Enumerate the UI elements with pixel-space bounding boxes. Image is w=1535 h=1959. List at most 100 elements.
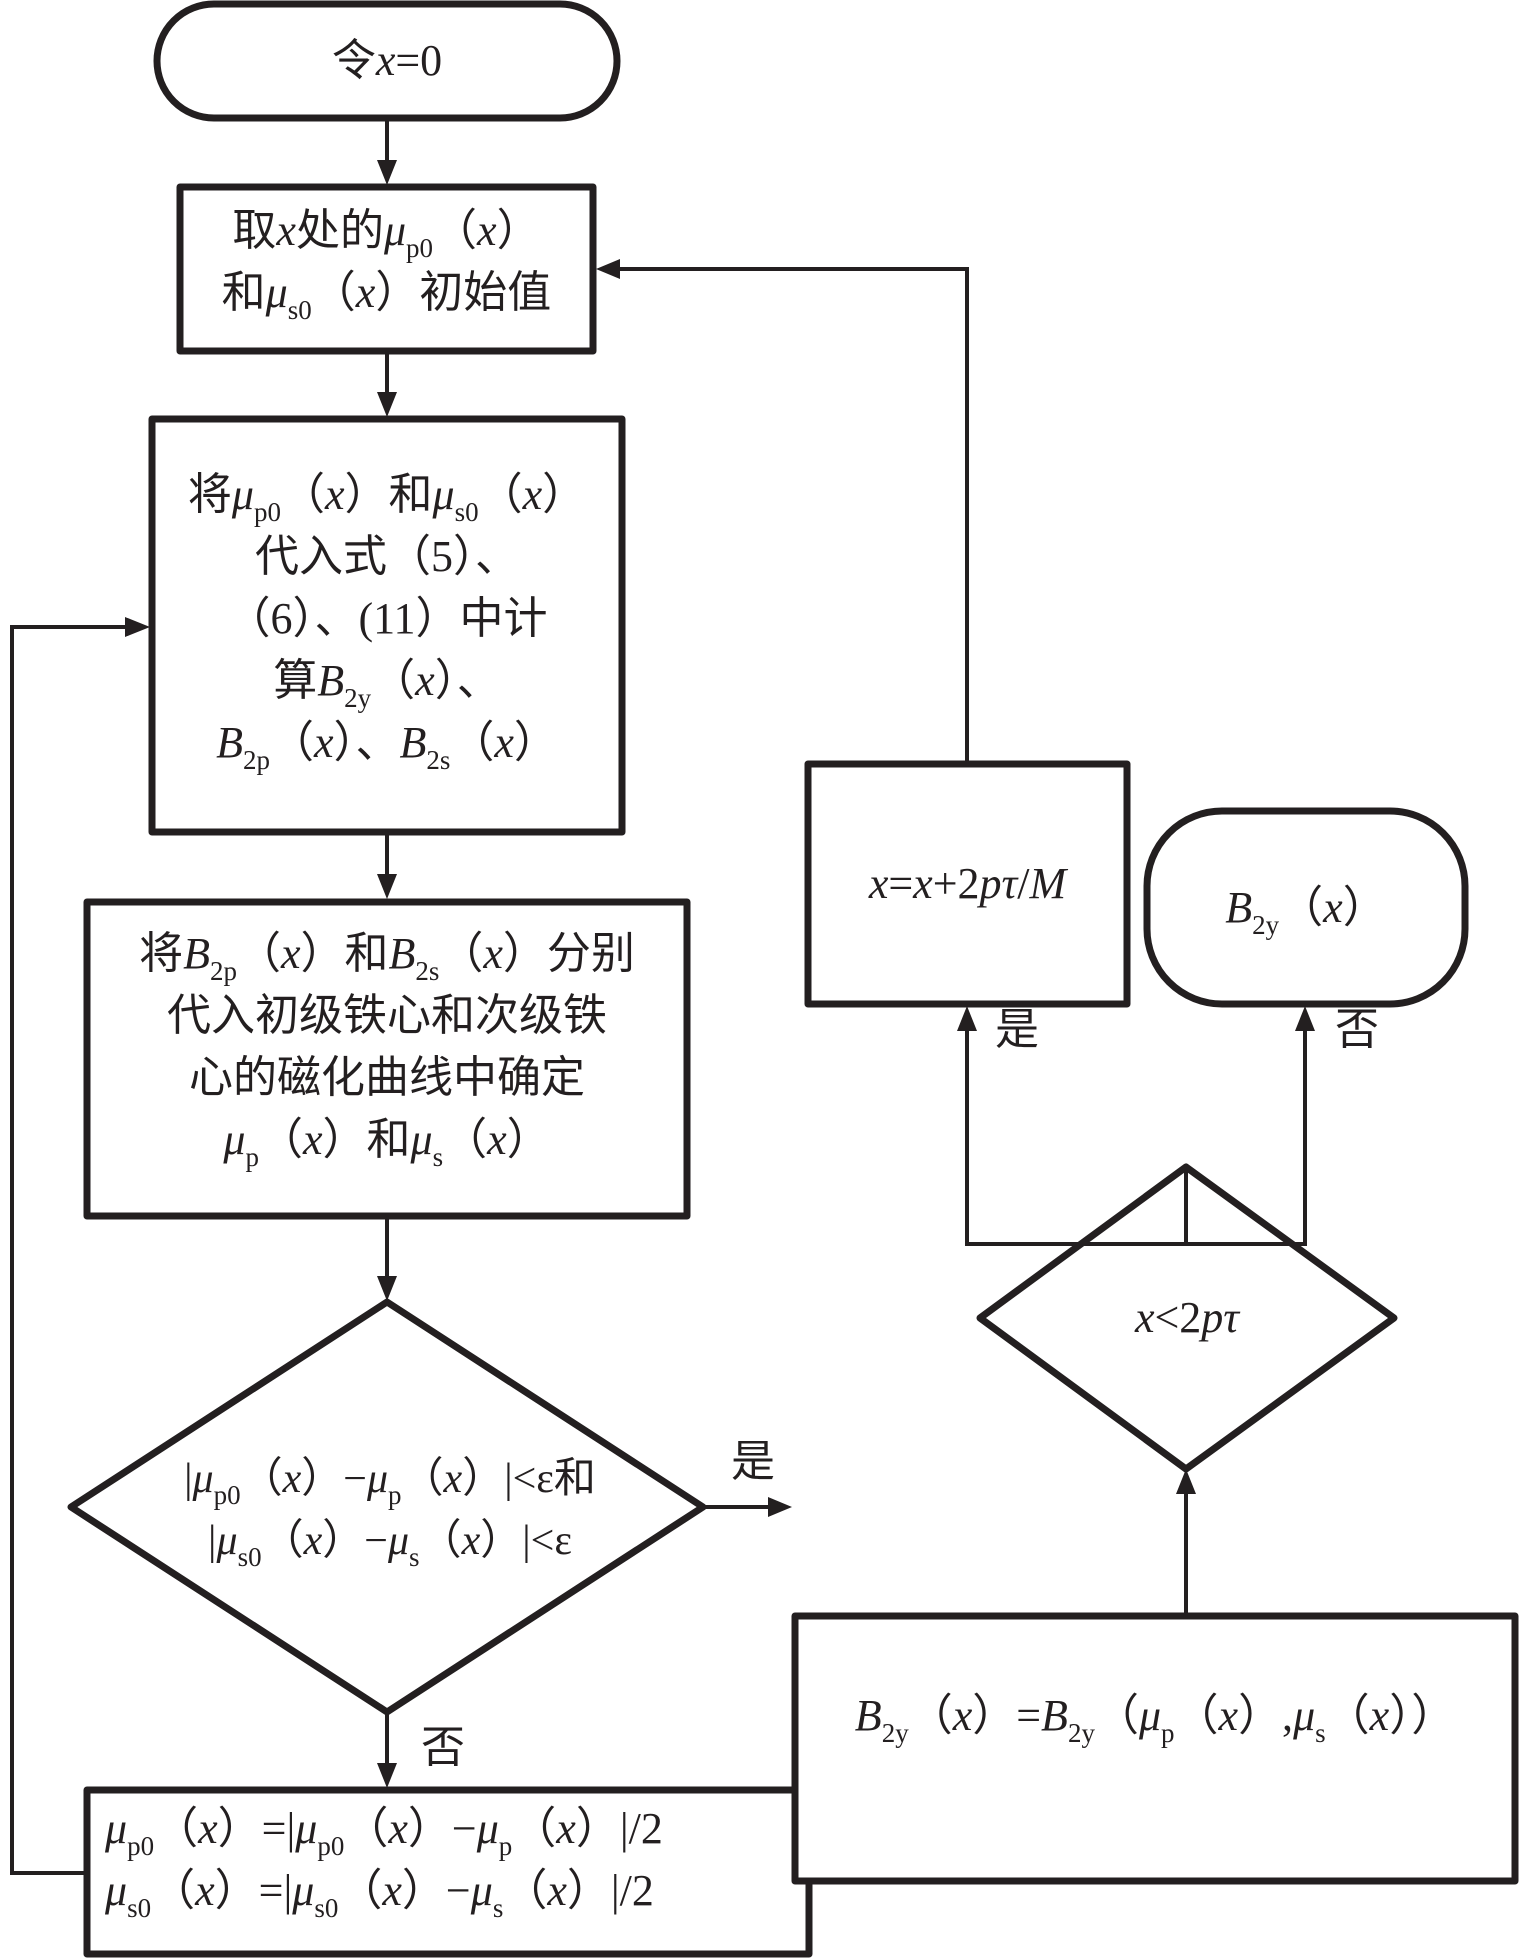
range-check-label: x<2pτ — [980, 1280, 1394, 1356]
edge-init-to-compute — [377, 352, 397, 417]
math-variable: x — [382, 1866, 402, 1915]
text-line: x<2pτ — [1135, 1287, 1239, 1349]
math-variable: x — [913, 859, 933, 908]
text-run: ）=| — [217, 1804, 296, 1853]
text-run: | — [208, 1518, 217, 1564]
math-variable: B — [1225, 882, 1253, 932]
text-run: （ — [258, 1115, 303, 1164]
subscript: s — [432, 1142, 444, 1172]
math-variable: μ — [265, 268, 288, 317]
math-variable: μ — [192, 1456, 214, 1502]
end-terminator — [1143, 807, 1469, 1008]
text-line: x=x+2pτ/M — [869, 853, 1066, 915]
text-run: （ — [344, 1804, 389, 1853]
text-run: （ — [1174, 1691, 1219, 1740]
math-variable: x — [1369, 1691, 1390, 1740]
text-run: ）初始值 — [375, 268, 552, 317]
edge-step-to-init — [596, 259, 969, 762]
math-variable: μ — [1293, 1691, 1316, 1740]
text-run: （6）、(11）中计 — [226, 594, 548, 643]
text-run: ）） — [1389, 1691, 1456, 1740]
start-label: 令x=0 — [157, 4, 617, 118]
text-run: （ — [512, 1804, 557, 1853]
subscript: 2y — [1067, 1718, 1095, 1748]
text-run: ）− — [407, 1804, 477, 1853]
text-run: 算 — [273, 656, 318, 705]
edge-magnetize-to-converge — [377, 1218, 397, 1301]
text-run: ）和 — [300, 929, 389, 978]
text-run: 和 — [221, 268, 266, 317]
math-variable: x — [388, 1804, 408, 1853]
subscript: s0 — [454, 497, 479, 527]
text-run: ）, — [1238, 1691, 1294, 1740]
text-run: / — [1017, 859, 1030, 908]
math-variable: B — [216, 718, 243, 767]
text-run: （ — [240, 1456, 283, 1502]
arrowhead-icon — [957, 1006, 977, 1031]
text-run: ）和 — [344, 470, 433, 519]
math-variable: μ — [432, 470, 455, 519]
magnetize-process-box — [83, 898, 691, 1220]
text-run: （ — [908, 1691, 953, 1740]
text-line: 取x处的μp0（x） — [232, 200, 540, 262]
math-variable: x — [375, 36, 396, 85]
converge-yes-label: 是 — [731, 1437, 775, 1486]
text-line: B2y（x）=B2y（μp（x）,μs（x）） — [855, 1685, 1455, 1747]
math-variable: x — [522, 470, 543, 519]
math-variable: x — [952, 1691, 973, 1740]
arrowhead-icon — [125, 617, 150, 637]
math-variable: x — [355, 268, 376, 317]
text-run: ）|/2 — [566, 1866, 654, 1915]
text-run: 处的 — [295, 206, 384, 255]
math-variable: μ — [105, 1866, 128, 1915]
text-run: （ — [151, 1866, 196, 1915]
subscript: p0 — [406, 233, 434, 263]
start-terminator — [153, 0, 621, 122]
subscript: 2p — [242, 745, 270, 775]
edge-compute-to-magnetize — [377, 834, 397, 899]
edge-converge-to-result — [703, 1497, 792, 1517]
converge-no-label: 否 — [421, 1723, 465, 1772]
math-variable: x — [195, 1866, 215, 1915]
text-run: （ — [311, 268, 356, 317]
math-variable: x — [324, 470, 345, 519]
subscript: p — [498, 1831, 513, 1861]
text-run: ）− — [301, 1456, 367, 1502]
text-line: 将B2p（x）和B2s（x）分别 — [139, 923, 635, 985]
subscript: s — [1315, 1718, 1326, 1748]
math-variable: x — [280, 929, 301, 978]
math-variable: μ — [387, 1518, 410, 1564]
text-run: （ — [450, 718, 495, 767]
text-run: （ — [419, 1518, 462, 1564]
text-run: ）、 — [434, 656, 501, 705]
arrowhead-icon — [1295, 1006, 1315, 1031]
math-variable: x — [276, 206, 296, 255]
math-variable: μ — [105, 1804, 128, 1853]
math-variable: μ — [231, 470, 254, 519]
text-run: 心的磁化曲线中确定 — [189, 1053, 585, 1102]
math-variable: x — [461, 1518, 481, 1564]
edge-converge-to-update — [377, 1712, 397, 1788]
math-variable: μ — [366, 1456, 389, 1502]
text-line: 代入式（5）、 — [255, 526, 519, 588]
step-process-box — [804, 760, 1131, 1008]
update-process-box — [83, 1786, 813, 1958]
math-variable: μ — [223, 1115, 246, 1164]
math-variable: μ — [410, 1115, 433, 1164]
edge-range-check-branches — [965, 1030, 1307, 1246]
text-line: B2y（x） — [1225, 877, 1386, 939]
text-run: ）|<ε和 — [462, 1456, 596, 1502]
subscript: p0 — [317, 1831, 345, 1861]
subscript: p0 — [253, 497, 281, 527]
arrowhead-icon — [377, 392, 397, 417]
text-run: （ — [236, 929, 281, 978]
text-run: （ — [154, 1804, 199, 1853]
text-run: 取 — [232, 206, 277, 255]
subscript: p — [245, 1142, 259, 1172]
text-run: （ — [1094, 1691, 1139, 1740]
math-variable: x — [443, 1456, 463, 1502]
text-line: |μs0（x）−μs（x）|<ε — [208, 1510, 572, 1572]
math-variable: μ — [383, 206, 407, 255]
result-label: B2y（x）=B2y（μp（x）,μs（x）） — [795, 1616, 1515, 1816]
